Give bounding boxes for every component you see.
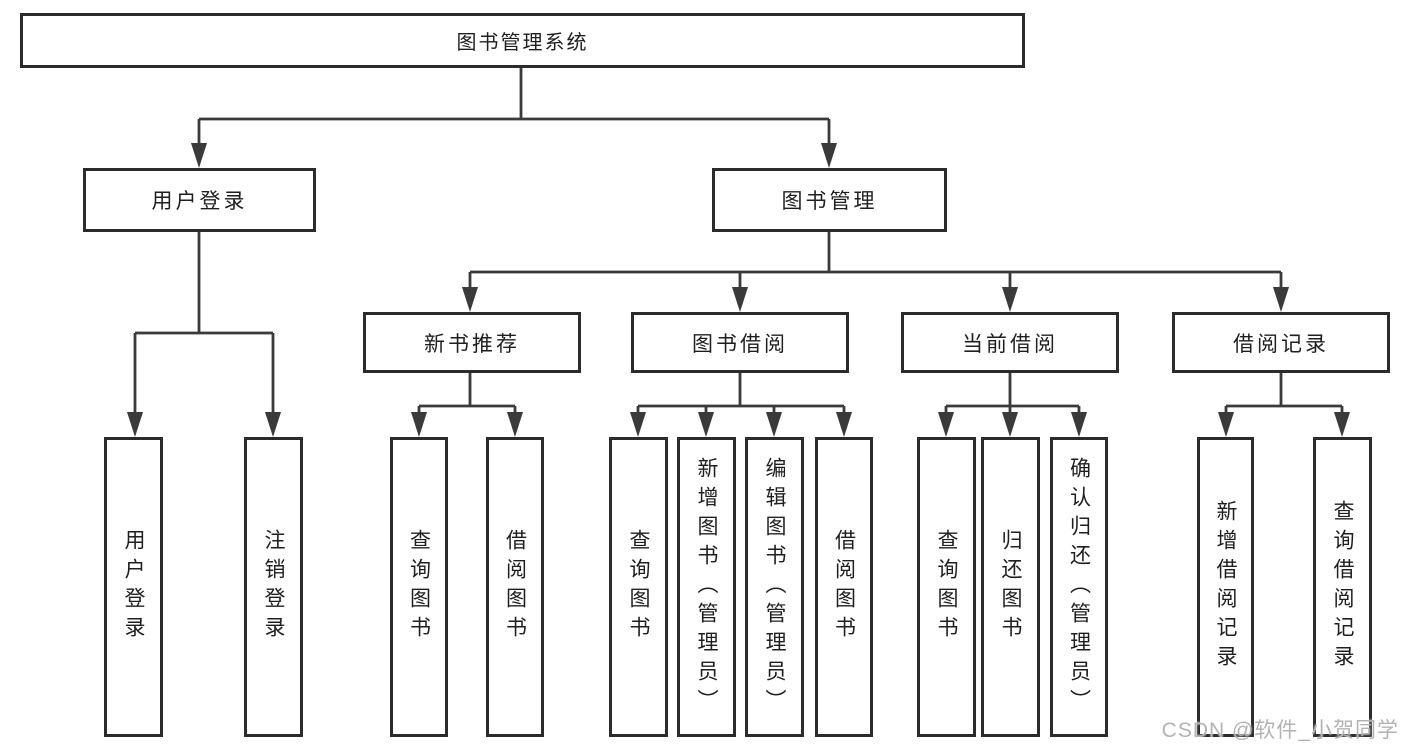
node-label: 借阅图书 <box>503 529 527 645</box>
arrow-down-icon <box>462 287 478 312</box>
leaf-edit-book-admin: 编辑图书（管理员） <box>745 437 804 737</box>
node-current-borrowing: 当前借阅 <box>901 312 1119 373</box>
node-label: 确认归还（管理员） <box>1067 456 1091 718</box>
node-label: 图书管理 <box>781 190 878 213</box>
arrow-down-icon <box>630 412 646 437</box>
arrow-down-icon <box>836 412 852 437</box>
arrow-down-icon <box>127 412 143 437</box>
node-label: 借阅记录 <box>1233 332 1329 356</box>
leaf-borrow-books-recommend: 借阅图书 <box>486 437 544 737</box>
node-label: 新增图书（管理员） <box>695 456 718 718</box>
node-label: 用户登录 <box>122 529 145 645</box>
node-label: 用户登录 <box>151 190 248 213</box>
node-borrowing-records: 借阅记录 <box>1172 312 1390 373</box>
node-label: 图书借阅 <box>692 332 788 356</box>
leaf-query-books-recommend: 查询图书 <box>390 437 448 737</box>
arrow-down-icon <box>191 143 207 168</box>
node-label: 注销登录 <box>262 529 285 645</box>
node-user-login: 用户登录 <box>83 168 316 232</box>
node-label: 查询图书 <box>407 529 431 645</box>
arrow-down-icon <box>1334 412 1350 437</box>
arrow-down-icon <box>938 412 954 437</box>
node-new-book-recommendation: 新书推荐 <box>363 312 581 373</box>
arrow-down-icon <box>821 143 837 168</box>
arrow-down-icon <box>1273 287 1289 312</box>
leaf-return-book: 归还图书 <box>981 437 1040 737</box>
node-label: 新增借阅记录 <box>1214 500 1237 674</box>
node-book-management: 图书管理 <box>712 168 947 232</box>
node-library-management-system: 图书管理系统 <box>20 13 1025 68</box>
leaf-logout: 注销登录 <box>244 437 303 737</box>
arrow-down-icon <box>265 412 281 437</box>
arrow-down-icon <box>698 412 714 437</box>
arrow-down-icon <box>507 412 523 437</box>
node-label: 查询借阅记录 <box>1331 500 1354 674</box>
node-label: 编辑图书（管理员） <box>763 456 786 718</box>
arrow-down-icon <box>732 287 748 312</box>
arrow-down-icon <box>1071 412 1087 437</box>
arrow-down-icon <box>1002 287 1018 312</box>
node-label: 当前借阅 <box>962 332 1058 356</box>
node-label: 图书管理系统 <box>456 32 589 54</box>
leaf-query-books-current: 查询图书 <box>917 437 976 737</box>
arrow-down-icon <box>1218 412 1234 437</box>
leaf-add-borrow-record: 新增借阅记录 <box>1197 437 1254 737</box>
node-label: 归还图书 <box>999 529 1022 645</box>
csdn-watermark: CSDN @软件_小贺同学 <box>1161 719 1399 742</box>
tree-edges <box>133 68 1344 414</box>
arrow-down-icon <box>411 412 427 437</box>
arrow-down-icon <box>766 412 782 437</box>
leaf-borrow-books: 借阅图书 <box>815 437 873 737</box>
node-label: 查询图书 <box>627 529 650 645</box>
node-label: 新书推荐 <box>424 332 520 356</box>
node-label: 借阅图书 <box>832 529 856 645</box>
node-book-borrowing: 图书借阅 <box>631 312 849 373</box>
leaf-query-books-borrowing: 查询图书 <box>609 437 668 737</box>
arrow-down-icon <box>1002 412 1018 437</box>
leaf-user-login: 用户登录 <box>104 437 163 737</box>
leaf-add-book-admin: 新增图书（管理员） <box>677 437 736 737</box>
leaf-confirm-return-admin: 确认归还（管理员） <box>1050 437 1108 737</box>
leaf-query-borrow-record: 查询借阅记录 <box>1313 437 1372 737</box>
node-label: 查询图书 <box>935 529 958 645</box>
